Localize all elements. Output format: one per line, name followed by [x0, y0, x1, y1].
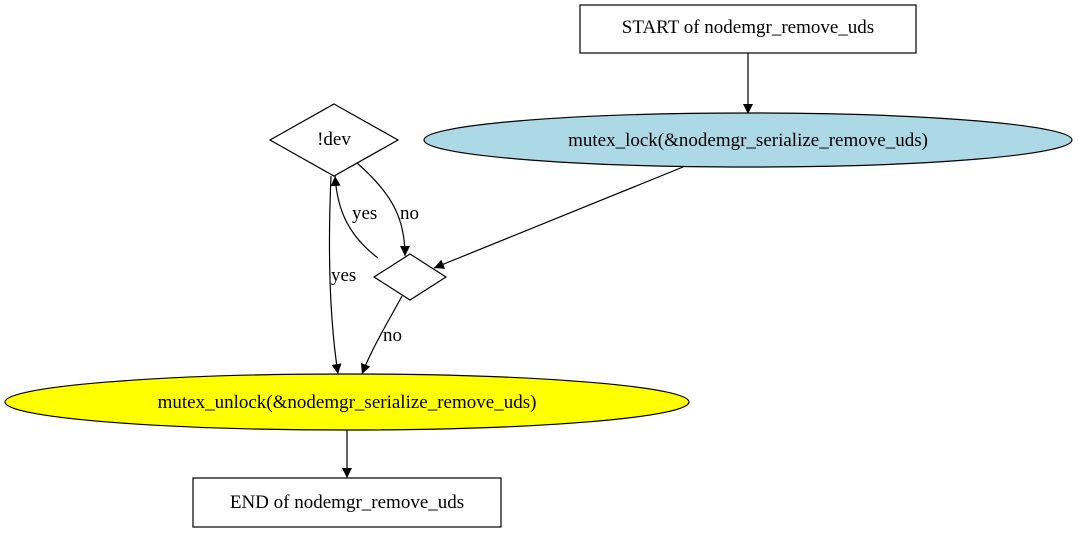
node-end-label: END of nodemgr_remove_uds — [230, 492, 464, 513]
node-dev-check: !dev — [268, 103, 400, 177]
node-mutex-unlock-label: mutex_unlock(&nodemgr_serialize_remove_u… — [158, 392, 537, 413]
edge-label-dev-to-unlock-yes: yes — [331, 265, 356, 286]
node-end: END of nodemgr_remove_uds — [192, 477, 502, 528]
edge-lock-to-decision — [433, 166, 684, 269]
edge-dev-to-decision-no — [356, 162, 410, 257]
node-mutex-unlock: mutex_unlock(&nodemgr_serialize_remove_u… — [4, 373, 690, 431]
node-dev-check-label: !dev — [317, 129, 351, 150]
node-mutex-lock: mutex_lock(&nodemgr_serialize_remove_uds… — [423, 112, 1073, 168]
node-start: START of nodemgr_remove_uds — [579, 4, 917, 54]
edge-decision-to-unlock-no — [360, 295, 403, 375]
node-mutex-lock-label: mutex_lock(&nodemgr_serialize_remove_uds… — [568, 130, 928, 151]
edge-dev-to-unlock-yes — [328, 175, 342, 375]
node-loop-decision — [372, 253, 448, 301]
edge-decision-to-dev-yes — [330, 175, 379, 259]
edge-label-dev-to-decision-no: no — [400, 203, 419, 224]
node-start-label: START of nodemgr_remove_uds — [622, 17, 874, 38]
edge-label-decision-to-unlock-no: no — [383, 325, 402, 346]
edge-label-decision-to-dev-yes: yes — [352, 203, 377, 224]
